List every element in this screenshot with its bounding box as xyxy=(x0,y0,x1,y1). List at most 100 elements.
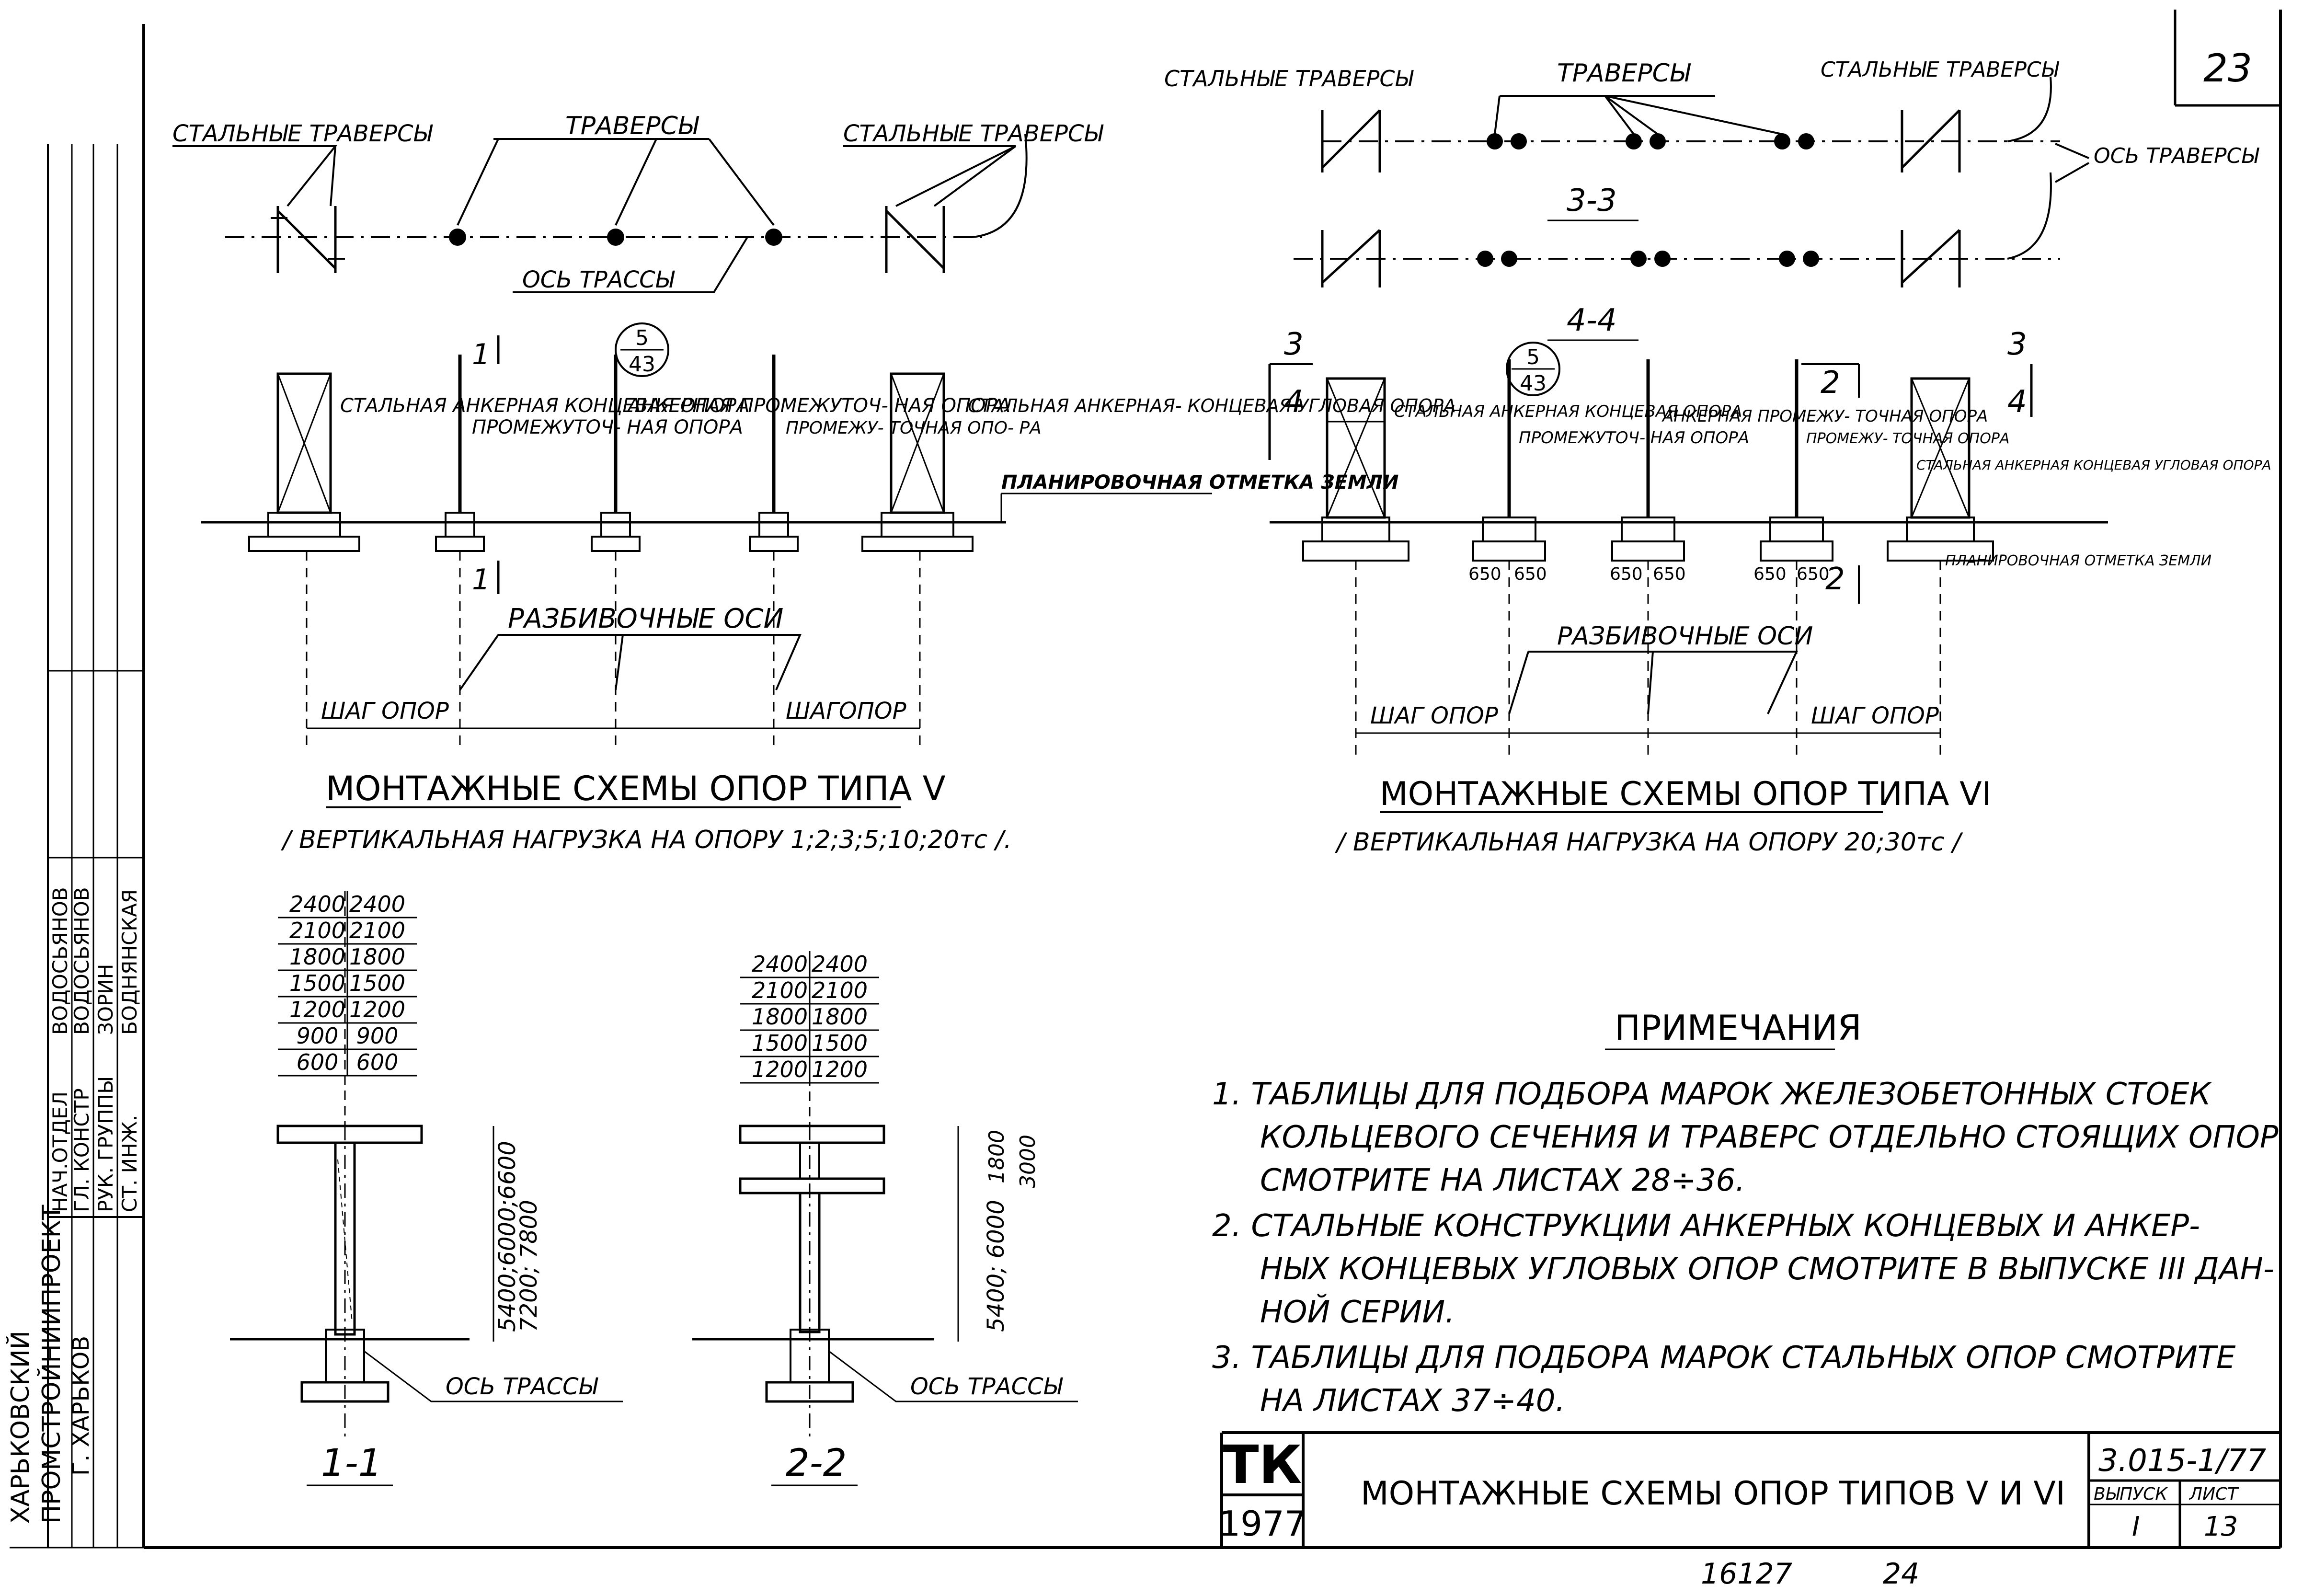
stamp-role-1: НАЧ.ОТДЕЛ xyxy=(48,1091,72,1212)
section-22-route-axis: ОСЬ ТРАССЫ xyxy=(910,1373,1064,1400)
right-label-ground: ПЛАНИРОВОЧНАЯ ОТМЕТКА ЗЕМЛИ xyxy=(1945,552,2211,569)
section-22-dim-1800: 1800 xyxy=(985,1130,1009,1183)
right-label-anchor-intermediate: АНКЕРНАЯ ПРОМЕЖУ- ТОЧНАЯ ОПОРА xyxy=(1661,407,1988,426)
left-layout-axes: РАЗБИВОЧНЫЕ ОСИ xyxy=(508,603,783,634)
title-text: МОНТАЖНЫЕ СХЕМЫ ОПОР ТИПОВ V И VI xyxy=(1361,1475,2065,1513)
dim-cell: 1800 xyxy=(752,1004,808,1030)
dim-cell: 1200 xyxy=(812,1056,868,1082)
org-line1: ХАРЬКОВСКИЙ xyxy=(6,1331,35,1524)
dim-cell: 1500 xyxy=(349,970,405,996)
title-sheet: 13 xyxy=(2204,1511,2238,1542)
left-label-anchor-intermediate: АНКЕРНАЯ ПРОМЕЖУТОЧ- НАЯ ОПОРА xyxy=(626,395,1010,417)
dim-cell: 1200 xyxy=(349,997,405,1022)
left-label-ground: ПЛАНИРОВОЧНАЯ ОТМЕТКА ЗЕМЛИ xyxy=(1001,471,1398,494)
dim-cell: 2100 xyxy=(289,918,345,943)
dim-cell: 1200 xyxy=(752,1056,808,1082)
right-pitch-left: ШАГ ОПОР xyxy=(1370,702,1498,729)
dim-cell: 2100 xyxy=(349,918,405,943)
dim-cell: 1800 xyxy=(812,1004,868,1030)
title-series: 3.015-1/77 xyxy=(2098,1443,2266,1479)
title-tk: ТК xyxy=(1223,1434,1302,1495)
title-issue-label: ВЫПУСК xyxy=(2094,1484,2168,1504)
right-caption-title: МОНТАЖНЫЕ СХЕМЫ ОПОР ТИПА VI xyxy=(1380,775,1992,813)
right-dim-650-d: 650 xyxy=(1653,564,1686,584)
right-plan-view: СТАЛЬНЫЕ ТРАВЕРСЫ ТРАВЕРСЫ СТАЛЬНЫЕ ТРАВ… xyxy=(1164,57,2259,341)
dim-cell: 600 xyxy=(297,1049,339,1075)
stamp-name-1: ВОДОСЬЯНОВ xyxy=(48,887,72,1035)
section-22-dim-3000: 3000 xyxy=(1016,1135,1040,1188)
right-plan-steel-traverses-right: СТАЛЬНЫЕ ТРАВЕРСЫ xyxy=(1821,57,2060,82)
right-elevation-view: 3 4 3 4 2 2 xyxy=(1268,327,2271,757)
right-node-top: 5 xyxy=(1526,345,1540,369)
section-22-label: 2-2 xyxy=(786,1442,847,1485)
dim-cell: 2400 xyxy=(752,951,808,977)
right-section-44: 4-4 xyxy=(1567,303,1617,338)
left-label-intermediate: ПРОМЕЖУТОЧ- НАЯ ОПОРА xyxy=(472,416,743,438)
left-label-end-anchor: СТАЛЬНАЯ АНКЕРНАЯ КОНЦЕВАЯ ОПОРА xyxy=(340,395,750,417)
left-elevation-view: 1 1 5 43 СТАЛЬНАЯ АНКЕРНАЯ КОНЦЕВАЯ ОПОР… xyxy=(201,322,1456,747)
right-mark-2-top: 2 xyxy=(1821,365,1840,401)
stamp-role-2: ГЛ. КОНСТР xyxy=(70,1088,93,1212)
stamp-name-2: ВОДОСЬЯНОВ xyxy=(70,887,93,1035)
note-line-8: НА ЛИСТАХ 37÷40. xyxy=(1260,1383,1565,1419)
right-mark-4-left: 4 xyxy=(1284,384,1304,420)
right-layout-axes: РАЗБИВОЧНЫЕ ОСИ xyxy=(1557,622,1813,651)
footer-num1: 16127 xyxy=(1701,1557,1792,1591)
dim-cell: 900 xyxy=(356,1023,399,1049)
dim-cell: 2400 xyxy=(812,951,868,977)
right-label-intermediate2: ПРОМЕЖУ- ТОЧНАЯ ОПОРА xyxy=(1806,430,2009,447)
right-dim-650-e: 650 xyxy=(1753,564,1787,584)
left-caption: МОНТАЖНЫЕ СХЕМЫ ОПОР ТИПА V / ВЕРТИКАЛЬН… xyxy=(281,769,1012,854)
section-22-heights: 5400; 6000 xyxy=(983,1200,1009,1332)
org-line3: Г. ХАРЬКОВ xyxy=(68,1336,94,1476)
notes: ПРИМЕЧАНИЯ 1. ТАБЛИЦЫ ДЛЯ ПОДБОРА МАРОК … xyxy=(1212,1008,2279,1419)
left-caption-title: МОНТАЖНЫЕ СХЕМЫ ОПОР ТИПА V xyxy=(326,769,946,808)
note-line-6: НОЙ СЕРИИ. xyxy=(1260,1294,1455,1330)
sheet-frame xyxy=(10,10,2282,1549)
left-label-steel-corner: СТАЛЬНАЯ АНКЕРНАЯ- КОНЦЕВАЯ УГЛОВАЯ ОПОР… xyxy=(968,395,1456,416)
section-11-label: 1-1 xyxy=(321,1442,382,1485)
right-node-bottom: 43 xyxy=(1520,371,1547,396)
title-year: 1977 xyxy=(1218,1504,1306,1544)
left-label-end-anchor-text: СТАЛЬНАЯ АНКЕРНАЯ КОНЦЕВАЯ ОПОРА xyxy=(340,395,750,417)
dim-cell: 1500 xyxy=(289,970,345,996)
stamp-name-3: ЗОРИН xyxy=(94,964,117,1035)
right-mark-4-right: 4 xyxy=(2007,384,2027,420)
dim-cell: 1800 xyxy=(289,944,345,970)
right-mark-3-right: 3 xyxy=(2007,327,2027,362)
dim-cell: 1500 xyxy=(812,1030,868,1056)
section-11-heights-2: 7200; 7800 xyxy=(516,1200,542,1332)
section-11-heights-1: 5400;6000;6600 xyxy=(494,1141,521,1332)
plan-support-2 xyxy=(607,229,624,246)
dim-cell: 1800 xyxy=(349,944,405,970)
dim-cell: 2100 xyxy=(812,977,868,1003)
left-plan-traverses: ТРАВЕРСЫ xyxy=(565,112,699,140)
right-label-steel-corner: СТАЛЬНАЯ АНКЕРНАЯ КОНЦЕВАЯ УГЛОВАЯ ОПОРА xyxy=(1916,457,2271,473)
dim-cell: 600 xyxy=(356,1049,399,1075)
footer-num2: 24 xyxy=(1883,1557,1919,1591)
right-label-intermediate: ПРОМЕЖУТОЧ- НАЯ ОПОРА xyxy=(1519,428,1749,448)
right-caption-subtitle: / ВЕРТИКАЛЬНАЯ НАГРУЗКА НА ОПОРУ 20;30тс… xyxy=(1335,828,1963,857)
note-line-3: СМОТРИТЕ НА ЛИСТАХ 28÷36. xyxy=(1260,1163,1745,1198)
right-dim-650-b: 650 xyxy=(1514,564,1547,584)
left-pitch-left: ШАГ ОПОР xyxy=(321,698,449,724)
left-section-mark-top: 1 xyxy=(472,338,490,371)
left-plan-steel-traverses-right: СТАЛЬНЫЕ ТРАВЕРСЫ xyxy=(843,120,1104,147)
note-line-5: НЫХ КОНЦЕВЫХ УГЛОВЫХ ОПОР СМОТРИТЕ В ВЫП… xyxy=(1260,1252,2274,1287)
left-node-bottom: 43 xyxy=(629,352,655,377)
note-line-2: КОЛЬЦЕВОГО СЕЧЕНИЯ И ТРАВЕРС ОТДЕЛЬНО СТ… xyxy=(1260,1120,2279,1155)
right-mark-2-bottom: 2 xyxy=(1825,562,1845,597)
left-section-mark-bottom: 1 xyxy=(472,563,490,597)
title-issue: I xyxy=(2132,1511,2140,1542)
left-node-top: 5 xyxy=(635,326,649,350)
dim-cell: 2400 xyxy=(349,891,405,917)
right-dim-650-a: 650 xyxy=(1468,564,1501,584)
right-section-33: 3-3 xyxy=(1567,183,1617,218)
stamp-role-4: СТ. ИНЖ. xyxy=(118,1115,141,1212)
note-line-7: 3. ТАБЛИЦЫ ДЛЯ ПОДБОРА МАРОК СТАЛЬНЫХ ОП… xyxy=(1212,1340,2236,1376)
section-11-route-axis: ОСЬ ТРАССЫ xyxy=(446,1373,599,1400)
plan-support-1 xyxy=(449,229,466,246)
